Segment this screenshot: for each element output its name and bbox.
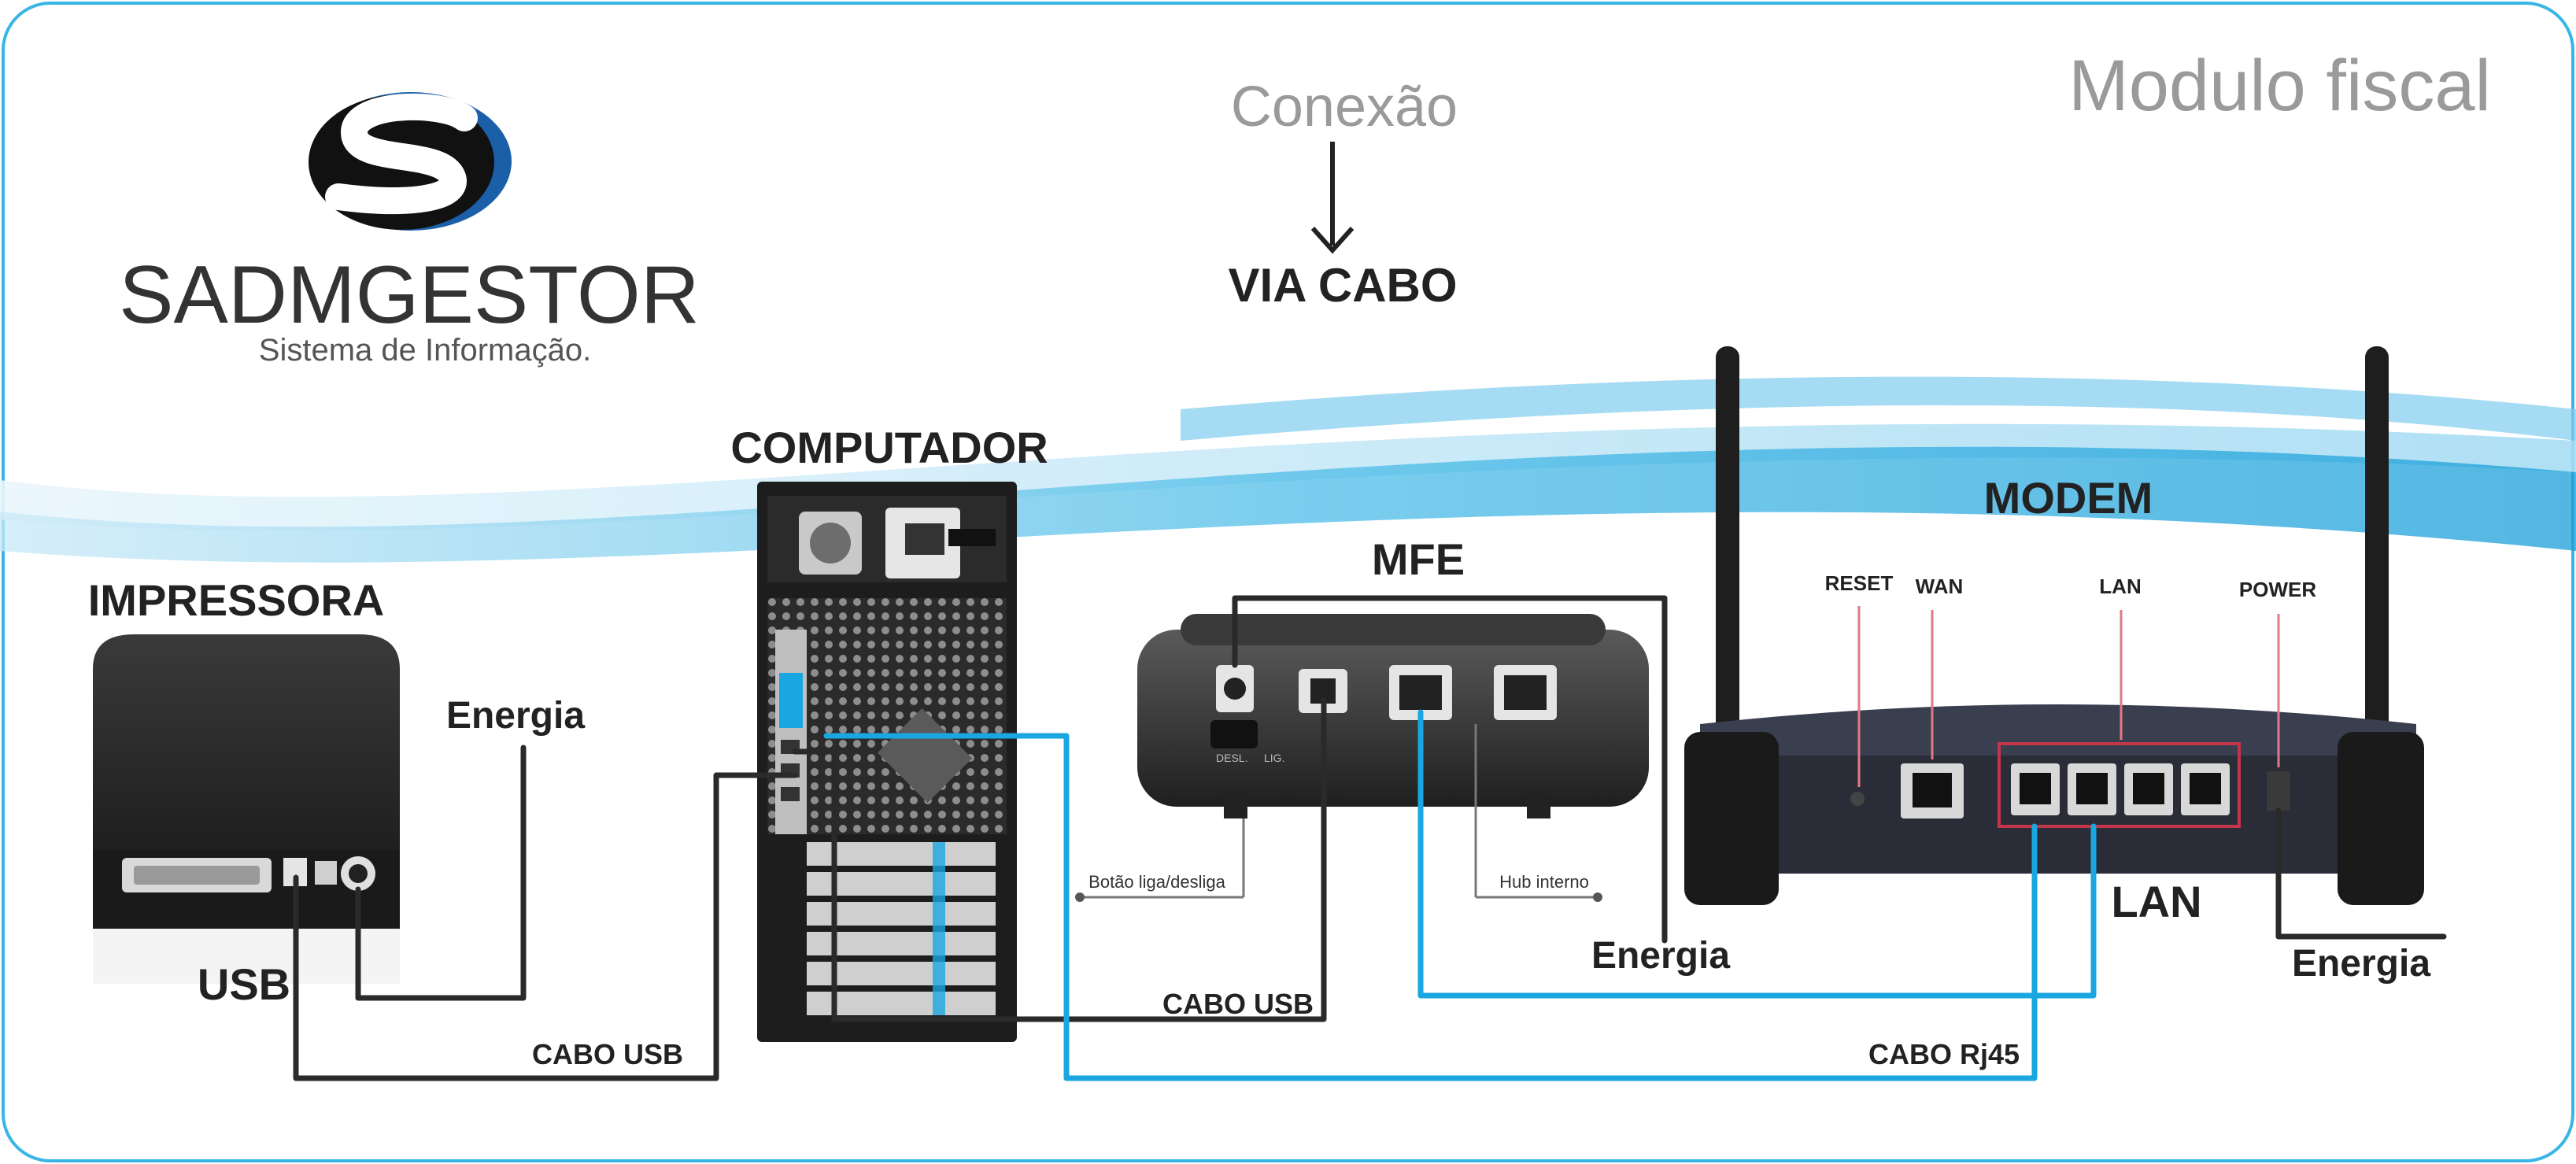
expansion-slots xyxy=(807,842,996,1015)
modem-port-reset: RESET xyxy=(1825,571,1894,595)
modem-port-lan: LAN xyxy=(2099,575,2141,598)
printer-device xyxy=(93,634,400,984)
printer-power-label: Energia xyxy=(446,695,585,737)
cable-mfe-usb xyxy=(792,697,1327,1022)
mfe-hub-callout: Hub interno xyxy=(1474,724,1602,902)
modem-port-wan: WAN xyxy=(1916,575,1964,598)
arrow-down-icon xyxy=(1310,142,1355,254)
computer-label: COMPUTADOR xyxy=(730,423,1048,472)
cable-printer-power xyxy=(355,745,527,1001)
mfe-switch-callout: Botão liga/desliga xyxy=(1075,818,1245,902)
logo-tagline: Sistema de Informação. xyxy=(259,333,591,368)
mfe-switch-label: Botão liga/desliga xyxy=(1088,872,1225,892)
modem-power-label: Energia xyxy=(2292,943,2430,985)
mfe-power-label: Energia xyxy=(1591,935,1730,977)
mfe-switch-on: LIG. xyxy=(1264,752,1284,764)
sadmgestor-logo: SADMGESTOR Sistema de Informação. xyxy=(119,92,700,368)
mfe-hub-label: Hub interno xyxy=(1499,872,1589,892)
mfe-device: DESL. LIG. xyxy=(1137,614,1649,818)
background-swoosh xyxy=(0,376,2576,563)
cable-modem-power xyxy=(2275,807,2447,940)
logo-name: SADMGESTOR xyxy=(119,249,700,341)
modem-lan-label: LAN xyxy=(2111,877,2201,926)
mfe-switch-off: DESL. xyxy=(1216,752,1247,764)
cable-mfe-usb-label: CABO USB xyxy=(1162,988,1314,1020)
modem-device xyxy=(1684,346,2424,905)
printer-label: IMPRESSORA xyxy=(88,575,385,625)
connection-type: VIA CABO xyxy=(1228,259,1457,312)
cable-mfe-rj45 xyxy=(1417,709,2097,999)
connection-label: Conexão xyxy=(1231,76,1458,139)
cable-rj45-label: CABO Rj45 xyxy=(1868,1038,2020,1070)
cable-printer-usb xyxy=(293,772,798,1081)
page-title: Modulo fiscal xyxy=(2068,46,2491,126)
computer-tower xyxy=(757,482,1017,1042)
cable-mfe-power xyxy=(1232,595,1668,944)
modem-port-power: POWER xyxy=(2239,578,2316,601)
modem-label: MODEM xyxy=(1984,473,2153,523)
printer-usb-label: USB xyxy=(198,959,290,1009)
mfe-label: MFE xyxy=(1372,534,1465,584)
cable-printer-usb-label: CABO USB xyxy=(532,1038,683,1070)
